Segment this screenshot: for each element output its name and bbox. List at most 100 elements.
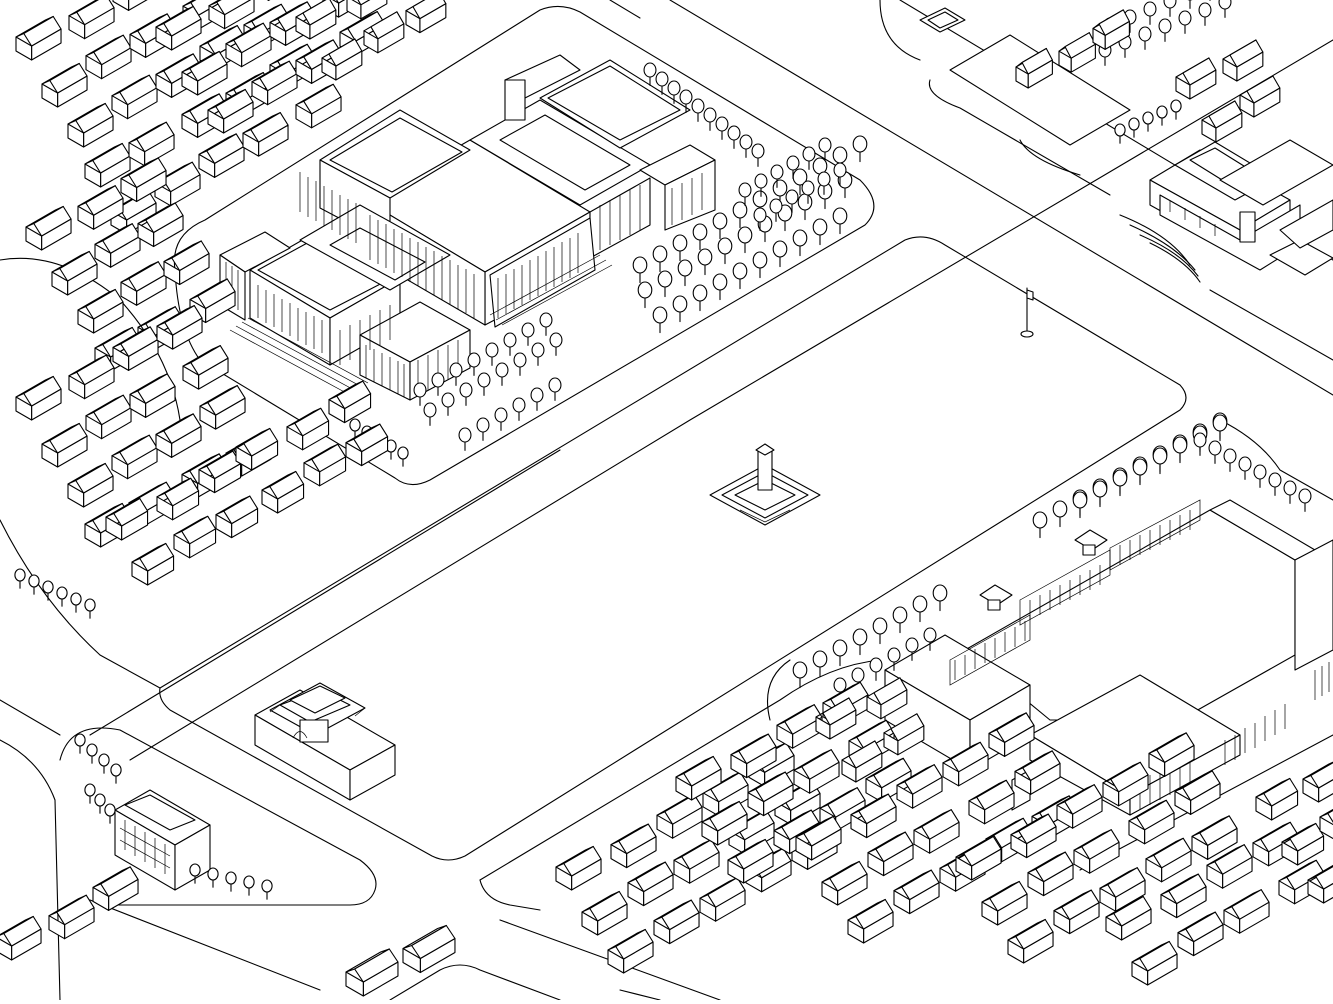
house <box>200 386 245 430</box>
tree <box>414 383 426 405</box>
house <box>52 252 97 296</box>
house <box>78 290 123 334</box>
house <box>113 0 158 10</box>
house <box>1224 890 1269 934</box>
tree <box>550 333 562 355</box>
tree <box>693 285 707 311</box>
tree <box>1053 501 1067 527</box>
tree <box>1254 465 1266 487</box>
tree <box>1239 457 1251 479</box>
house <box>794 750 839 794</box>
tree <box>933 585 947 611</box>
tree <box>105 804 115 823</box>
tree <box>1153 448 1167 474</box>
tree <box>432 373 444 395</box>
tree <box>75 734 85 753</box>
tree <box>549 378 561 400</box>
tree <box>704 108 716 130</box>
tree <box>504 333 516 355</box>
house <box>1256 779 1298 821</box>
tree <box>638 282 652 308</box>
tree <box>71 593 81 612</box>
house <box>611 824 656 868</box>
house <box>1074 830 1119 874</box>
tree <box>1224 449 1236 471</box>
tree <box>57 587 67 606</box>
house <box>657 795 702 839</box>
tree <box>818 183 832 209</box>
house <box>16 377 61 421</box>
tree <box>1179 11 1191 33</box>
house <box>868 832 913 876</box>
tree <box>531 388 543 410</box>
tree <box>798 194 812 220</box>
tree <box>713 213 727 239</box>
tree <box>99 754 109 773</box>
tree <box>653 307 667 333</box>
house <box>822 862 867 906</box>
house <box>121 262 166 306</box>
tree <box>718 238 732 264</box>
tree <box>95 794 105 813</box>
tree <box>873 618 887 644</box>
house <box>1223 40 1263 81</box>
south-gate-tower <box>255 683 395 800</box>
tree <box>29 575 39 594</box>
house <box>112 435 157 479</box>
tree <box>853 136 867 162</box>
house <box>777 705 822 749</box>
tree <box>692 99 704 121</box>
tree <box>673 235 687 261</box>
house <box>1202 101 1242 142</box>
tree <box>752 144 764 166</box>
tree <box>1115 124 1125 143</box>
tree <box>468 353 480 375</box>
tree <box>1093 481 1107 507</box>
house <box>132 544 174 586</box>
tree <box>496 363 508 385</box>
house <box>674 840 719 884</box>
tree <box>460 383 472 405</box>
house <box>26 207 71 251</box>
tree <box>813 219 827 245</box>
tree <box>1173 437 1187 463</box>
tree <box>1284 481 1296 503</box>
tree <box>833 208 847 234</box>
house <box>0 917 41 961</box>
house <box>68 104 113 148</box>
house <box>1240 76 1280 117</box>
tree <box>513 398 525 420</box>
house <box>608 930 653 974</box>
tree <box>740 135 752 157</box>
tree <box>716 117 728 139</box>
house <box>914 810 959 854</box>
tree <box>833 640 847 666</box>
tree <box>540 313 552 335</box>
tree <box>15 569 25 588</box>
house <box>243 113 288 157</box>
house <box>16 17 61 61</box>
house <box>1161 874 1206 918</box>
tree <box>1133 459 1147 485</box>
tree <box>1157 106 1167 125</box>
tree <box>111 764 121 783</box>
tree <box>1143 112 1153 131</box>
tree <box>486 343 498 365</box>
tree <box>1219 0 1231 17</box>
tree <box>893 607 907 633</box>
tree <box>450 363 462 385</box>
tree <box>85 784 95 803</box>
tree <box>1139 27 1151 49</box>
house <box>1028 852 1073 896</box>
house <box>654 900 699 944</box>
house <box>1178 912 1223 956</box>
tree <box>793 230 807 256</box>
tree <box>1213 415 1227 441</box>
house <box>95 224 140 268</box>
tree <box>43 581 53 600</box>
tree <box>658 271 672 297</box>
tree <box>673 296 687 322</box>
house <box>69 0 114 39</box>
house <box>164 241 209 285</box>
house <box>1146 838 1191 882</box>
